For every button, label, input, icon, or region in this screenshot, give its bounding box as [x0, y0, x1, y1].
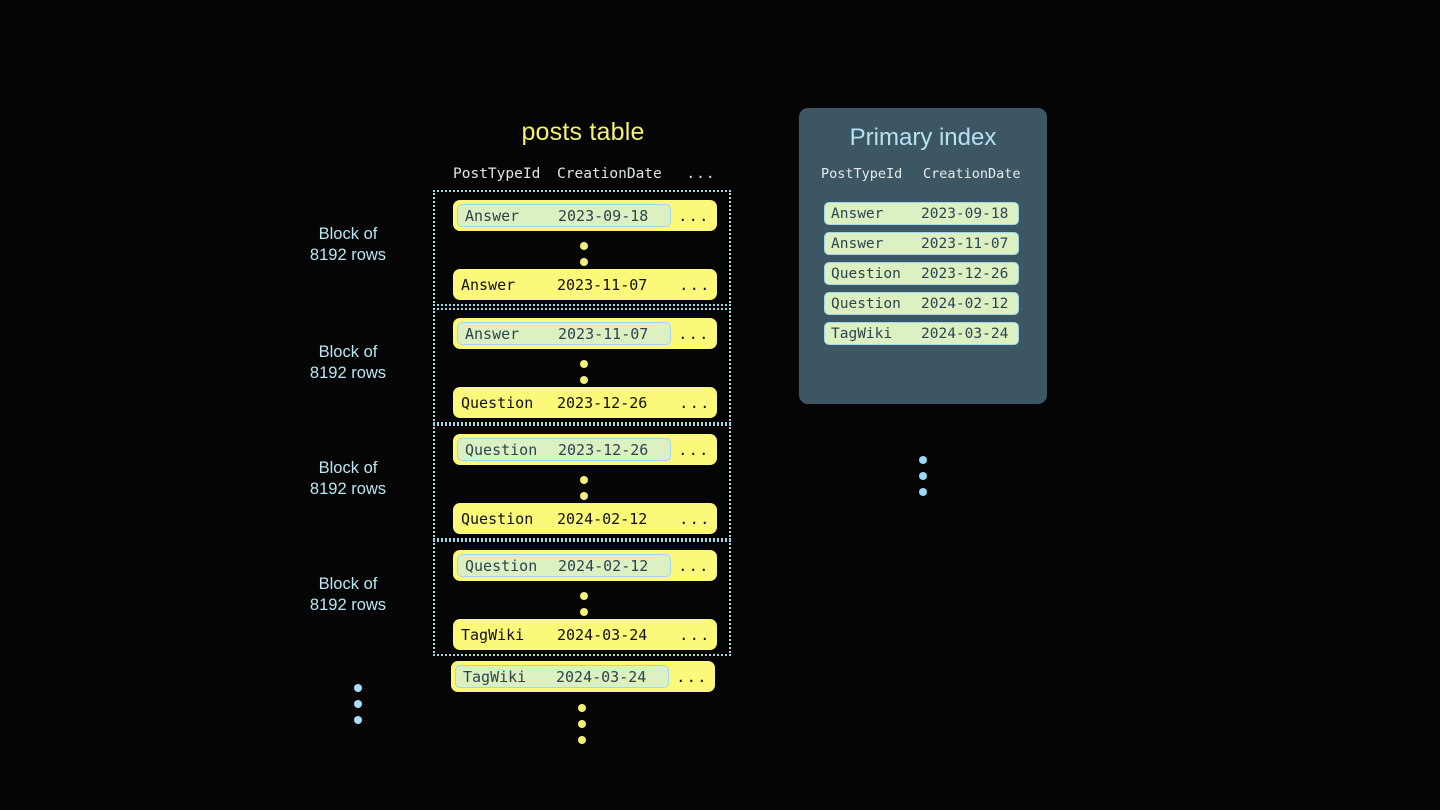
table-row[interactable]: Question 2024-02-12 ...: [453, 550, 717, 581]
column-header-posttypeid: PostTypeId: [453, 166, 541, 182]
block-label-line1: Block of: [318, 343, 378, 361]
cell-ellipsis: ...: [678, 556, 710, 575]
block-label-line1: Block of: [318, 575, 378, 593]
table-row[interactable]: TagWiki 2024-03-24 ...: [453, 619, 717, 650]
cell-creationdate: 2023-12-26: [558, 440, 649, 459]
block-label-line2: 8192 rows: [309, 596, 387, 614]
cell-creationdate: 2024-03-24: [557, 625, 648, 644]
table-row[interactable]: TagWiki 2024-03-24 ...: [451, 661, 715, 692]
cell-ellipsis: ...: [678, 206, 710, 225]
cell-posttypeid: Question: [465, 440, 538, 459]
table-row[interactable]: Answer 2023-11-07 ...: [453, 318, 717, 349]
primary-index-title: Primary index: [849, 124, 997, 151]
block-label-line1: Block of: [318, 459, 378, 477]
cell-ellipsis: ...: [679, 625, 711, 644]
cell-posttypeid: Question: [465, 556, 538, 575]
blocks-continuation-dots: [338, 684, 378, 724]
index-row[interactable]: Question 2023-12-26: [824, 262, 1019, 285]
cell-creationdate: 2024-02-12: [557, 509, 648, 528]
table-continuation-dots: [433, 704, 731, 744]
cell-posttypeid: Question: [461, 393, 534, 412]
cell-posttypeid: Question: [831, 265, 901, 282]
cell-creationdate: 2023-09-18: [558, 206, 649, 225]
block-label: Block of 8192 rows: [273, 342, 423, 384]
table-row[interactable]: Question 2024-02-12 ...: [453, 503, 717, 534]
column-header-creationdate: CreationDate: [557, 166, 662, 182]
cell-posttypeid: Answer: [461, 275, 516, 294]
block-label-line2: 8192 rows: [309, 364, 387, 382]
table-block-2: Answer 2023-11-07 ... Question 2023-12-2…: [310, 308, 731, 424]
block-label-line1: Block of: [318, 225, 378, 243]
block-label: Block of 8192 rows: [273, 224, 423, 266]
cell-posttypeid: Answer: [831, 205, 884, 222]
cell-posttypeid: Answer: [831, 235, 884, 252]
table-block-1: Answer 2023-09-18 ... Answer 2023-11-07 …: [310, 190, 731, 306]
row-key-highlight: Question 2024-02-12: [457, 554, 671, 577]
block-label-line2: 8192 rows: [309, 246, 387, 264]
row-key-highlight: TagWiki 2024-03-24: [455, 665, 669, 688]
table-row[interactable]: Question 2023-12-26 ...: [453, 434, 717, 465]
column-header-ellipsis: ...: [686, 166, 716, 182]
cell-posttypeid: Question: [461, 509, 534, 528]
page-title: posts table: [521, 118, 645, 146]
table-row[interactable]: Question 2023-12-26 ...: [453, 387, 717, 418]
cell-creationdate: 2023-12-26: [921, 265, 1009, 282]
cell-ellipsis: ...: [679, 509, 711, 528]
cell-creationdate: 2024-02-12: [558, 556, 649, 575]
cell-ellipsis: ...: [678, 440, 710, 459]
index-row[interactable]: Question 2024-02-12: [824, 292, 1019, 315]
index-column-headers: PostTypeId CreationDate: [821, 166, 1031, 182]
index-column-header-posttypeid: PostTypeId: [821, 166, 903, 182]
index-column-header-creationdate: CreationDate: [923, 166, 1021, 182]
index-continuation-dots: [799, 456, 1047, 496]
cell-ellipsis: ...: [678, 324, 710, 343]
cell-creationdate: 2023-12-26: [557, 393, 648, 412]
cell-creationdate: 2024-03-24: [921, 325, 1009, 342]
cell-posttypeid: Question: [831, 295, 901, 312]
cell-creationdate: 2023-11-07: [557, 275, 648, 294]
cell-posttypeid: Answer: [465, 206, 520, 225]
posts-table-column-headers: PostTypeId CreationDate ...: [453, 166, 733, 182]
block-label-line2: 8192 rows: [309, 480, 387, 498]
block-label: Block of 8192 rows: [273, 574, 423, 616]
primary-index-panel: Primary index PostTypeId CreationDate An…: [799, 108, 1047, 496]
cell-creationdate: 2023-11-07: [558, 324, 649, 343]
cell-ellipsis: ...: [679, 393, 711, 412]
cell-posttypeid: Answer: [465, 324, 520, 343]
cell-posttypeid: TagWiki: [461, 625, 525, 644]
cell-creationdate: 2024-03-24: [556, 667, 647, 686]
table-block-4: Question 2024-02-12 ... TagWiki 2024-03-…: [310, 540, 731, 656]
cell-posttypeid: TagWiki: [831, 325, 893, 342]
row-key-highlight: Answer 2023-09-18: [457, 204, 671, 227]
index-row[interactable]: Answer 2023-09-18: [824, 202, 1019, 225]
row-key-highlight: Question 2023-12-26: [457, 438, 671, 461]
cell-ellipsis: ...: [679, 275, 711, 294]
row-key-highlight: Answer 2023-11-07: [457, 322, 671, 345]
table-row[interactable]: Answer 2023-09-18 ...: [453, 200, 717, 231]
cell-creationdate: 2023-11-07: [921, 235, 1009, 252]
index-row[interactable]: Answer 2023-11-07: [824, 232, 1019, 255]
cell-creationdate: 2023-09-18: [921, 205, 1009, 222]
block-label: Block of 8192 rows: [273, 458, 423, 500]
table-row[interactable]: Answer 2023-11-07 ...: [453, 269, 717, 300]
index-row[interactable]: TagWiki 2024-03-24: [824, 322, 1019, 345]
cell-creationdate: 2024-02-12: [921, 295, 1009, 312]
cell-posttypeid: TagWiki: [463, 667, 527, 686]
cell-ellipsis: ...: [676, 667, 708, 686]
table-block-3: Question 2023-12-26 ... Question 2024-02…: [310, 424, 731, 540]
